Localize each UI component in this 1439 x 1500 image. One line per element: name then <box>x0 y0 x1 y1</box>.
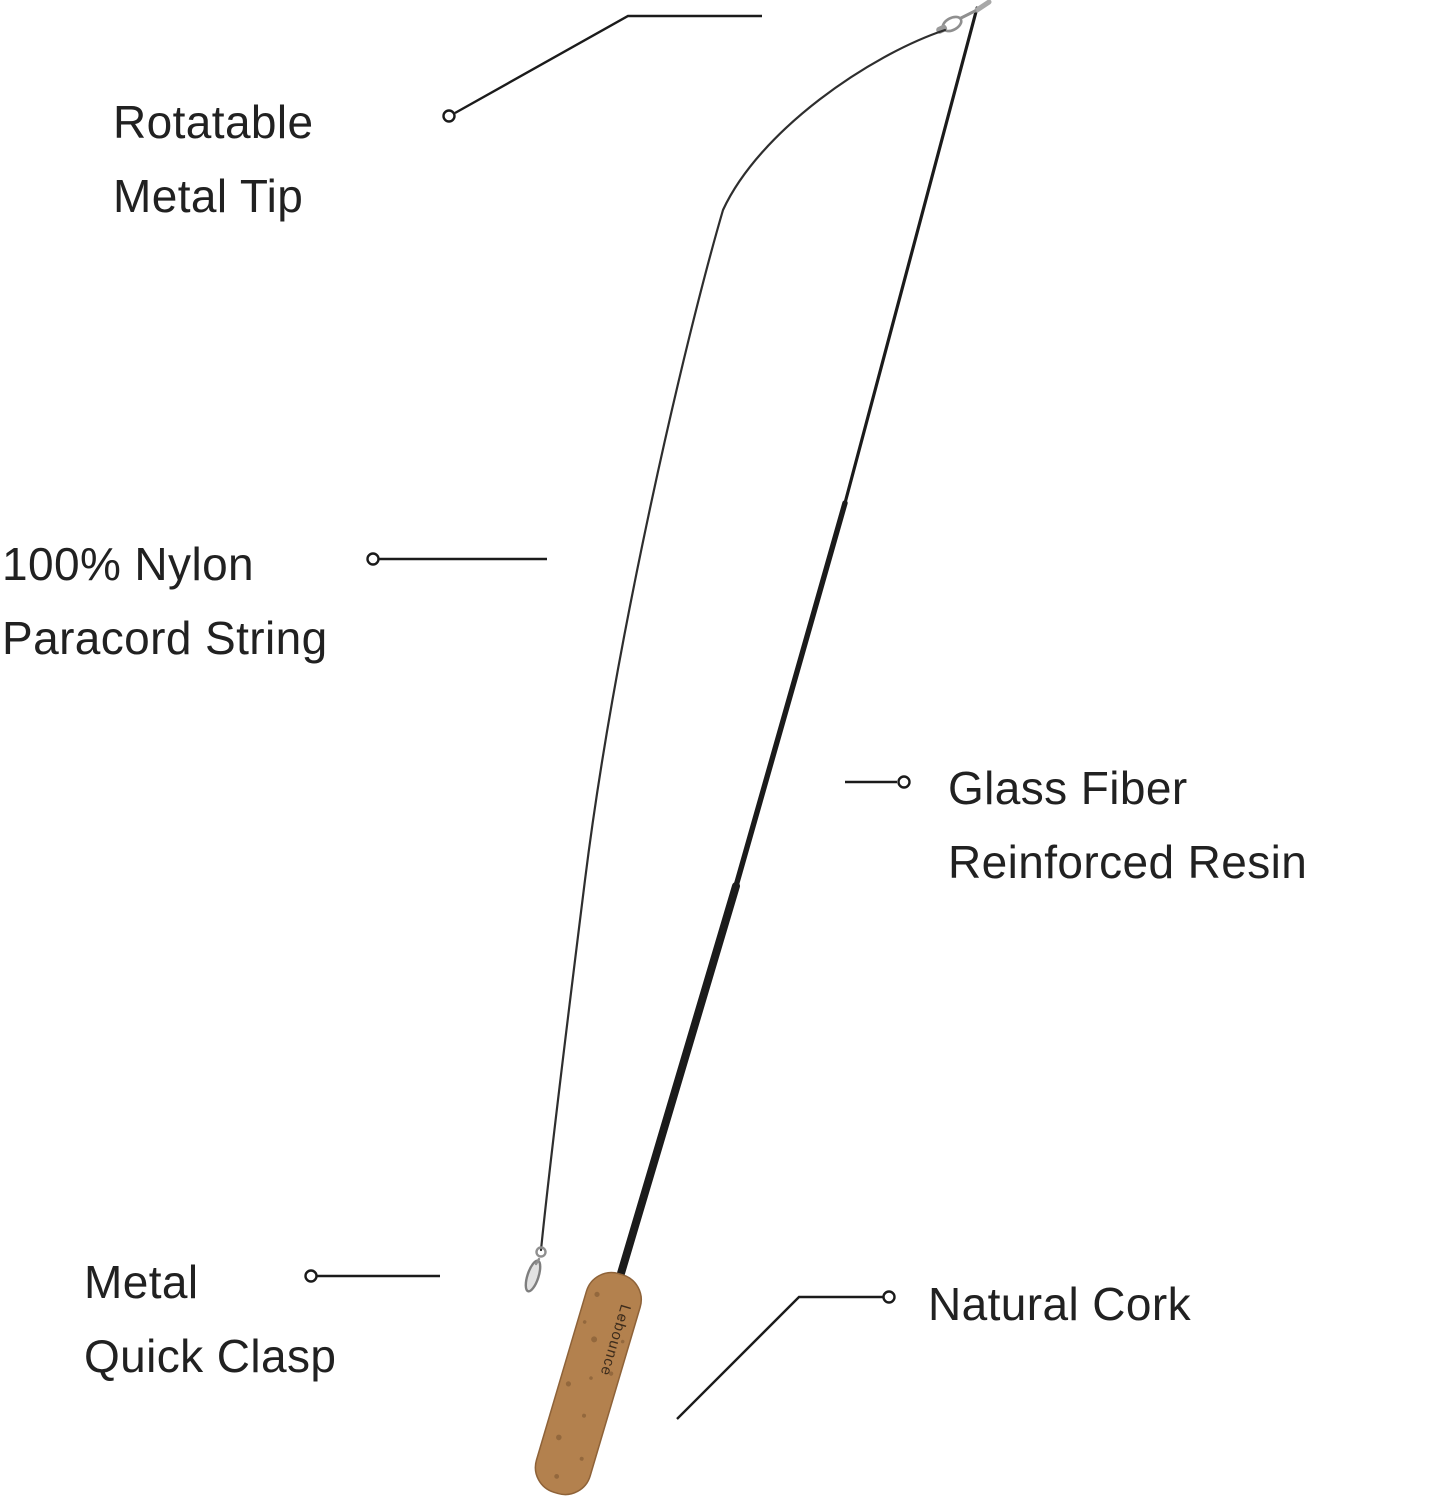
leader-markers <box>304 109 911 1304</box>
leader-cork <box>676 1295 883 1420</box>
label-line: Metal Tip <box>113 169 304 222</box>
leader-metal-tip <box>454 14 762 115</box>
marker-clasp <box>304 1269 318 1283</box>
cork-handle: Lebounce <box>534 1271 642 1496</box>
label-paracord-string: 100% Nylon Paracord String <box>2 528 328 675</box>
cork-speckles <box>554 1291 625 1479</box>
label-line: Reinforced Resin <box>948 835 1308 888</box>
paracord-string <box>539 28 947 1252</box>
leader-lines <box>317 14 897 1420</box>
label-line: Glass Fiber <box>948 762 1188 814</box>
label-rotatable-metal-tip: Rotatable Metal Tip <box>113 86 314 233</box>
rotatable-metal-tip <box>936 0 992 34</box>
metal-quick-clasp <box>524 1246 547 1293</box>
label-natural-cork: Natural Cork <box>928 1268 1191 1342</box>
marker-paracord <box>366 552 380 566</box>
label-metal-quick-clasp: Metal Quick Clasp <box>84 1246 336 1393</box>
marker-resin <box>897 775 911 789</box>
label-line: 100% Nylon <box>2 538 255 590</box>
label-line: Rotatable <box>113 96 314 148</box>
label-line: Natural Cork <box>928 1278 1191 1330</box>
label-line: Quick Clasp <box>84 1329 337 1382</box>
rod-shaft <box>615 6 979 1284</box>
label-glass-fiber-resin: Glass Fiber Reinforced Resin <box>948 752 1307 899</box>
label-line: Paracord String <box>2 611 328 664</box>
label-line: Metal <box>84 1256 199 1308</box>
marker-cork <box>882 1290 896 1304</box>
marker-metal-tip <box>442 109 456 123</box>
